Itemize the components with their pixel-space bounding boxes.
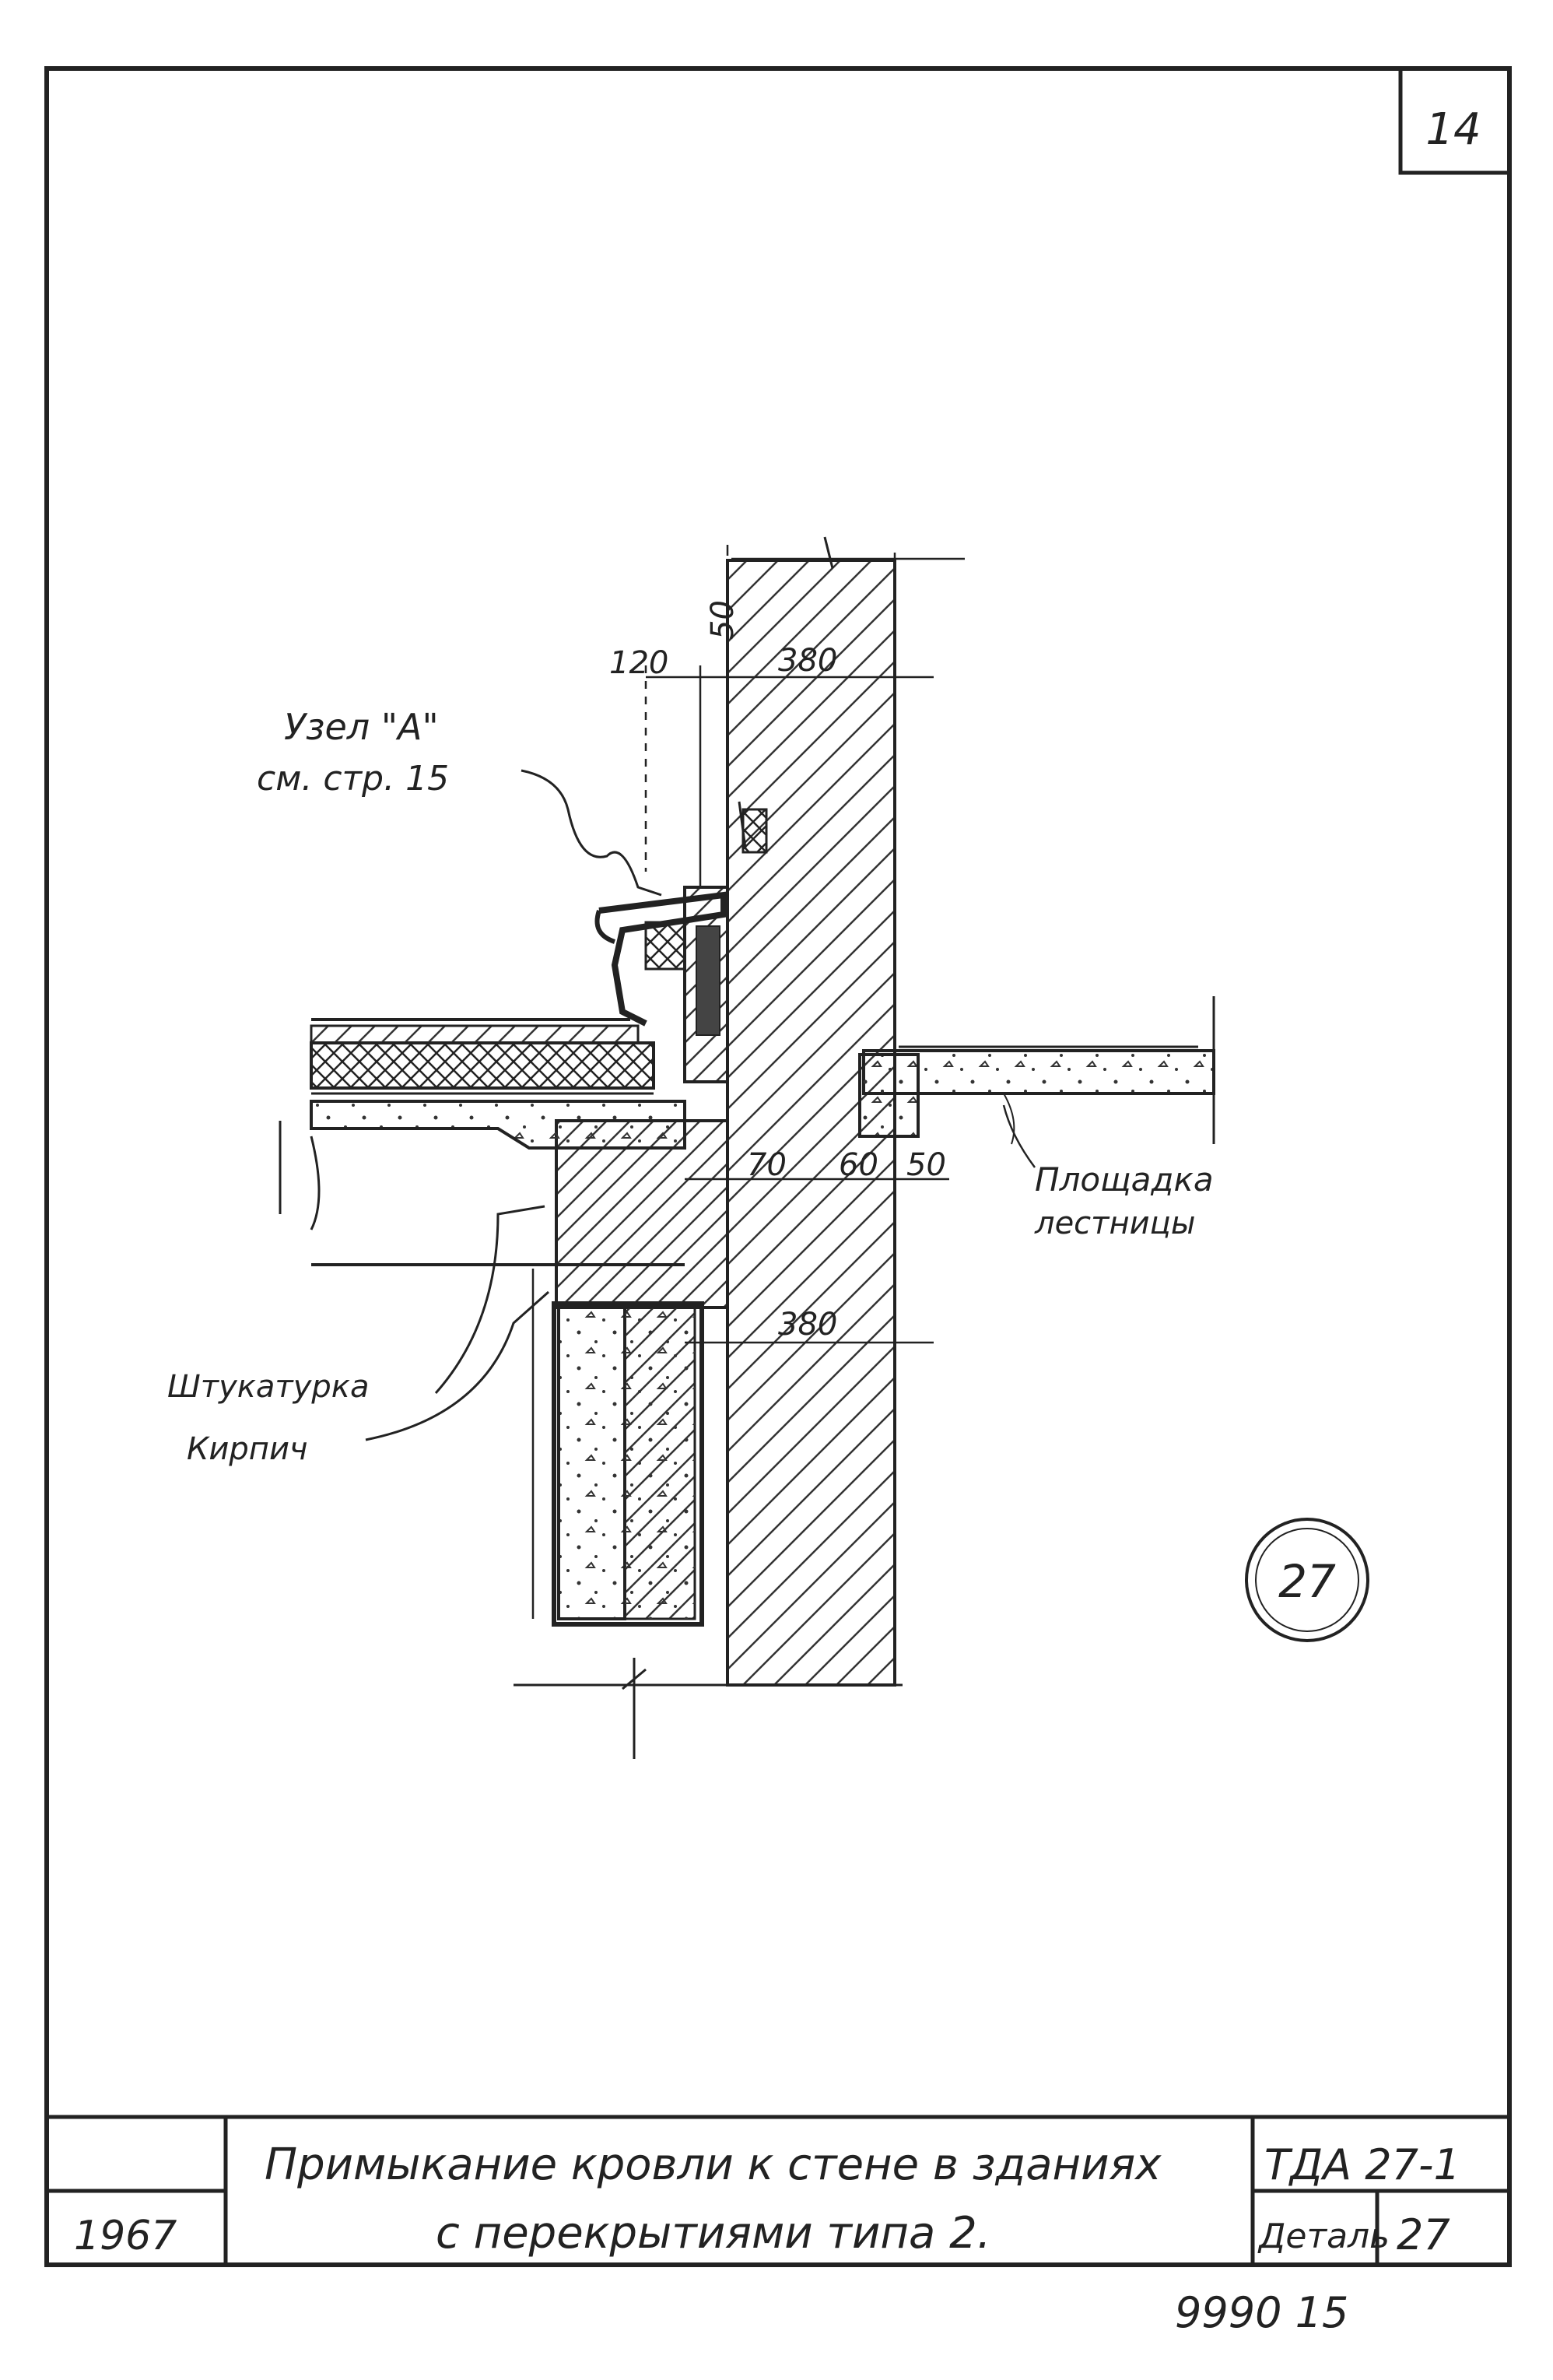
node-leader-line xyxy=(521,769,662,897)
title-line1: Примыкание кровли к стене в зданиях xyxy=(265,2140,1162,2190)
title-block xyxy=(47,2115,1509,2265)
dim-380-top: 380 xyxy=(778,643,837,679)
document-code: ТДА 27-1 xyxy=(1264,2140,1460,2189)
title-line2: с перекрытиями типа 2. xyxy=(436,2208,991,2259)
sheet-border xyxy=(44,66,1512,2267)
label-landing-line1: Площадка xyxy=(1035,1160,1214,1199)
detail-marker: 27 xyxy=(1245,1518,1369,1642)
dim-70: 70 xyxy=(747,1147,787,1183)
page-number-box: 14 xyxy=(1398,68,1509,175)
concrete-block-overlay xyxy=(625,1308,695,1619)
node-label-line2: см. стр. 15 xyxy=(257,759,449,799)
concrete-block-frame xyxy=(552,1301,704,1627)
page-number: 14 xyxy=(1425,104,1481,155)
label-brick: Кирпич xyxy=(187,1431,308,1467)
concrete-block-left xyxy=(557,1306,626,1620)
label-plaster: Штукатурка xyxy=(167,1369,369,1405)
roof-insulation xyxy=(310,1041,655,1090)
roof-flashing xyxy=(598,891,727,1027)
node-label-line1: Узел "А" xyxy=(284,706,439,748)
detail-number: 27 xyxy=(1278,1555,1336,1608)
dim-120: 120 xyxy=(609,645,668,681)
detail-value: 27 xyxy=(1397,2210,1450,2259)
year: 1967 xyxy=(74,2213,177,2259)
dim-380-bottom: 380 xyxy=(778,1307,837,1343)
footer-page: 9990 15 xyxy=(1175,2288,1348,2337)
roof-slab xyxy=(310,1100,686,1150)
plaster-leader xyxy=(434,1205,545,1394)
dim-50-top: 50 xyxy=(705,600,741,640)
dim-50-mid: 50 xyxy=(906,1147,946,1183)
label-landing-line2: лестницы xyxy=(1034,1206,1195,1241)
dim-60: 60 xyxy=(839,1147,878,1183)
brick-leader xyxy=(365,1290,549,1441)
detail-label: Деталь xyxy=(1257,2217,1390,2256)
landing-leader xyxy=(1002,1104,1036,1168)
roof-wall-junction-drawing xyxy=(279,536,1215,1759)
roof-screed xyxy=(310,1024,640,1044)
